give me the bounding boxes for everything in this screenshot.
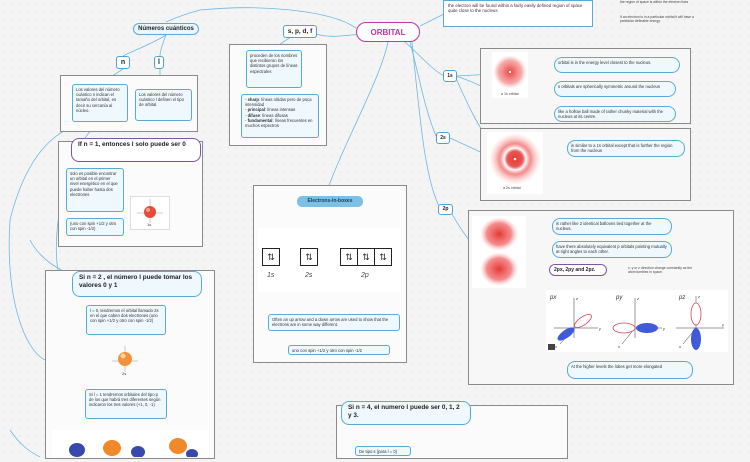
eib-topic[interactable]: Electrons-in-boxes bbox=[297, 196, 363, 207]
spdf-proceden: proceden de los nombres que recibieron l… bbox=[246, 50, 302, 88]
definition-frame: the electron will be found within a fair… bbox=[443, 0, 593, 27]
spdf-lines: - sharp: líneas nítidas pero de poca int… bbox=[241, 94, 319, 138]
energy-note: If an electron is in a particular orbita… bbox=[620, 15, 694, 23]
principal-line: - principal: líneas intensas bbox=[245, 107, 296, 113]
n2-heading[interactable]: Si n = 2 , el número l puede tomar los v… bbox=[72, 271, 202, 297]
py-axis-z-label: z bbox=[636, 296, 639, 301]
2p-orbital-icon bbox=[480, 217, 518, 286]
l-description: Los valores del número cuántico l define… bbox=[135, 89, 192, 121]
p2-pxyz-topic[interactable]: 2px, 2py and 2pz. bbox=[549, 264, 607, 276]
p2-note-2: have there absolutely equivalent p orbit… bbox=[552, 241, 672, 258]
box-2s: ⇅ bbox=[300, 248, 318, 266]
s2-image-label: a 2s orbital bbox=[503, 186, 521, 190]
p-orbitals-icon bbox=[69, 438, 198, 459]
eib-note: Often an up arrow and a down arrow are u… bbox=[268, 314, 400, 331]
py-axis-x-label: x bbox=[617, 344, 621, 349]
sharp-line: - sharp: líneas nítidas pero de poca int… bbox=[245, 97, 312, 108]
n-description: Los valores del número cuántico n indica… bbox=[72, 84, 128, 122]
py-axis-y-label: y bbox=[662, 326, 666, 331]
label-2s: 2s bbox=[305, 272, 313, 279]
n2-l0-description: l = 0, tendremos el orbital llamado 2s e… bbox=[86, 305, 166, 335]
p2-note-1: is rather like 2 identical balloons tied… bbox=[552, 218, 672, 235]
tag-1s[interactable]: 1s bbox=[443, 70, 457, 82]
2s-sphere-icon bbox=[112, 346, 138, 372]
s2-image: a 2s orbital bbox=[487, 132, 543, 194]
n2-2s-label: 2s bbox=[122, 371, 127, 376]
fundamental-line: - fundamental: líneas frecuentes en much… bbox=[245, 117, 313, 129]
label-1s: 1s bbox=[267, 272, 275, 279]
2s-orbital-icon bbox=[489, 133, 541, 185]
n1-1s-image: 1s bbox=[130, 196, 170, 230]
image-icon bbox=[548, 344, 555, 350]
p2-elongated-note: At the higher levels the lobes get more … bbox=[567, 361, 693, 379]
n2-l1-description: Si l = 1 tendremos orbitales del tipo p … bbox=[85, 389, 167, 419]
py-title: py bbox=[615, 295, 623, 301]
n2-2s-image: 2s bbox=[108, 344, 142, 378]
1s-sphere-icon bbox=[137, 199, 163, 223]
1s-orbital-icon bbox=[493, 55, 527, 89]
px-axis-x-label: x bbox=[554, 344, 558, 349]
spdf-tag[interactable]: s, p, d, f bbox=[283, 25, 317, 38]
box-2p-3: ⇅ bbox=[374, 248, 392, 266]
numeros-cuanticos-topic[interactable]: Números cuánticos bbox=[133, 23, 199, 35]
s1-note-1: orbital is in the energy level closest t… bbox=[554, 57, 680, 73]
n1-spin: (uno con spin +1/2 y otro con spin -1/2) bbox=[66, 218, 124, 236]
box-1s: ⇅ bbox=[262, 248, 280, 266]
pz-axis-z-label: z bbox=[697, 294, 700, 299]
px-axis-y-label: y bbox=[598, 326, 602, 331]
difuse-line: - difuse: líneas difusas bbox=[245, 112, 288, 118]
label-2p: 2p bbox=[361, 272, 369, 279]
p2-side-note: x, y or z direction change constantly as… bbox=[628, 266, 693, 274]
orbital-central-topic[interactable]: ORBITAL bbox=[356, 22, 420, 42]
s1-image-label: a 1s orbital bbox=[501, 92, 519, 96]
definition-text: the electron will be found within a fair… bbox=[448, 3, 583, 14]
s1-note-2: s orbitals are spherically symmetric aro… bbox=[554, 81, 676, 97]
p-axes-icon: px py pz z y x z y x z y x bbox=[548, 294, 725, 350]
n-tag[interactable]: n bbox=[116, 56, 130, 69]
px-title: px bbox=[549, 295, 557, 301]
eib-diagram: ⇅ ⇅ ⇅ ⇅ ⇅ 1s 2s 2p bbox=[258, 228, 400, 292]
s2-note: is similar to a 1s orbital except that i… bbox=[567, 140, 685, 157]
box-2p-1: ⇅ bbox=[340, 248, 358, 266]
s1-image: a 1s orbital bbox=[492, 52, 528, 98]
n1-heading[interactable]: If n = 1, entonces l solo puede ser 0 bbox=[71, 138, 201, 162]
l-tag[interactable]: l bbox=[154, 56, 164, 69]
pz-axis-x-label: x bbox=[678, 344, 682, 349]
pz-axis-y-label: y bbox=[721, 322, 725, 327]
n1-description: solo es posible encontrar un orbital en … bbox=[66, 168, 124, 212]
n4-heading[interactable]: Si n = 4, el numero l puede ser 0, 1, 2 … bbox=[341, 401, 471, 425]
p2-image bbox=[472, 216, 526, 288]
tag-2p[interactable]: 2p bbox=[438, 204, 453, 215]
n2-p-orbitals-image bbox=[52, 430, 208, 459]
region-note: the region of space is within the electr… bbox=[620, 0, 689, 4]
px-axis-z-label: z bbox=[575, 296, 578, 301]
box-2p-2: ⇅ bbox=[357, 248, 375, 266]
pz-title: pz bbox=[678, 295, 685, 301]
s1-note-3: like a hollow ball made of rather chunky… bbox=[554, 106, 676, 122]
n1-1s-label: 1s bbox=[147, 222, 152, 227]
eib-spin: uno con spin +1/2 y otro con spin -1/2 bbox=[288, 345, 390, 355]
tag-2s[interactable]: 2s bbox=[436, 132, 450, 144]
p-axes-image: px py pz z y x z y x z y x bbox=[546, 290, 728, 352]
n4-tipo-s: De tipo s (para l = 0) bbox=[355, 446, 411, 456]
